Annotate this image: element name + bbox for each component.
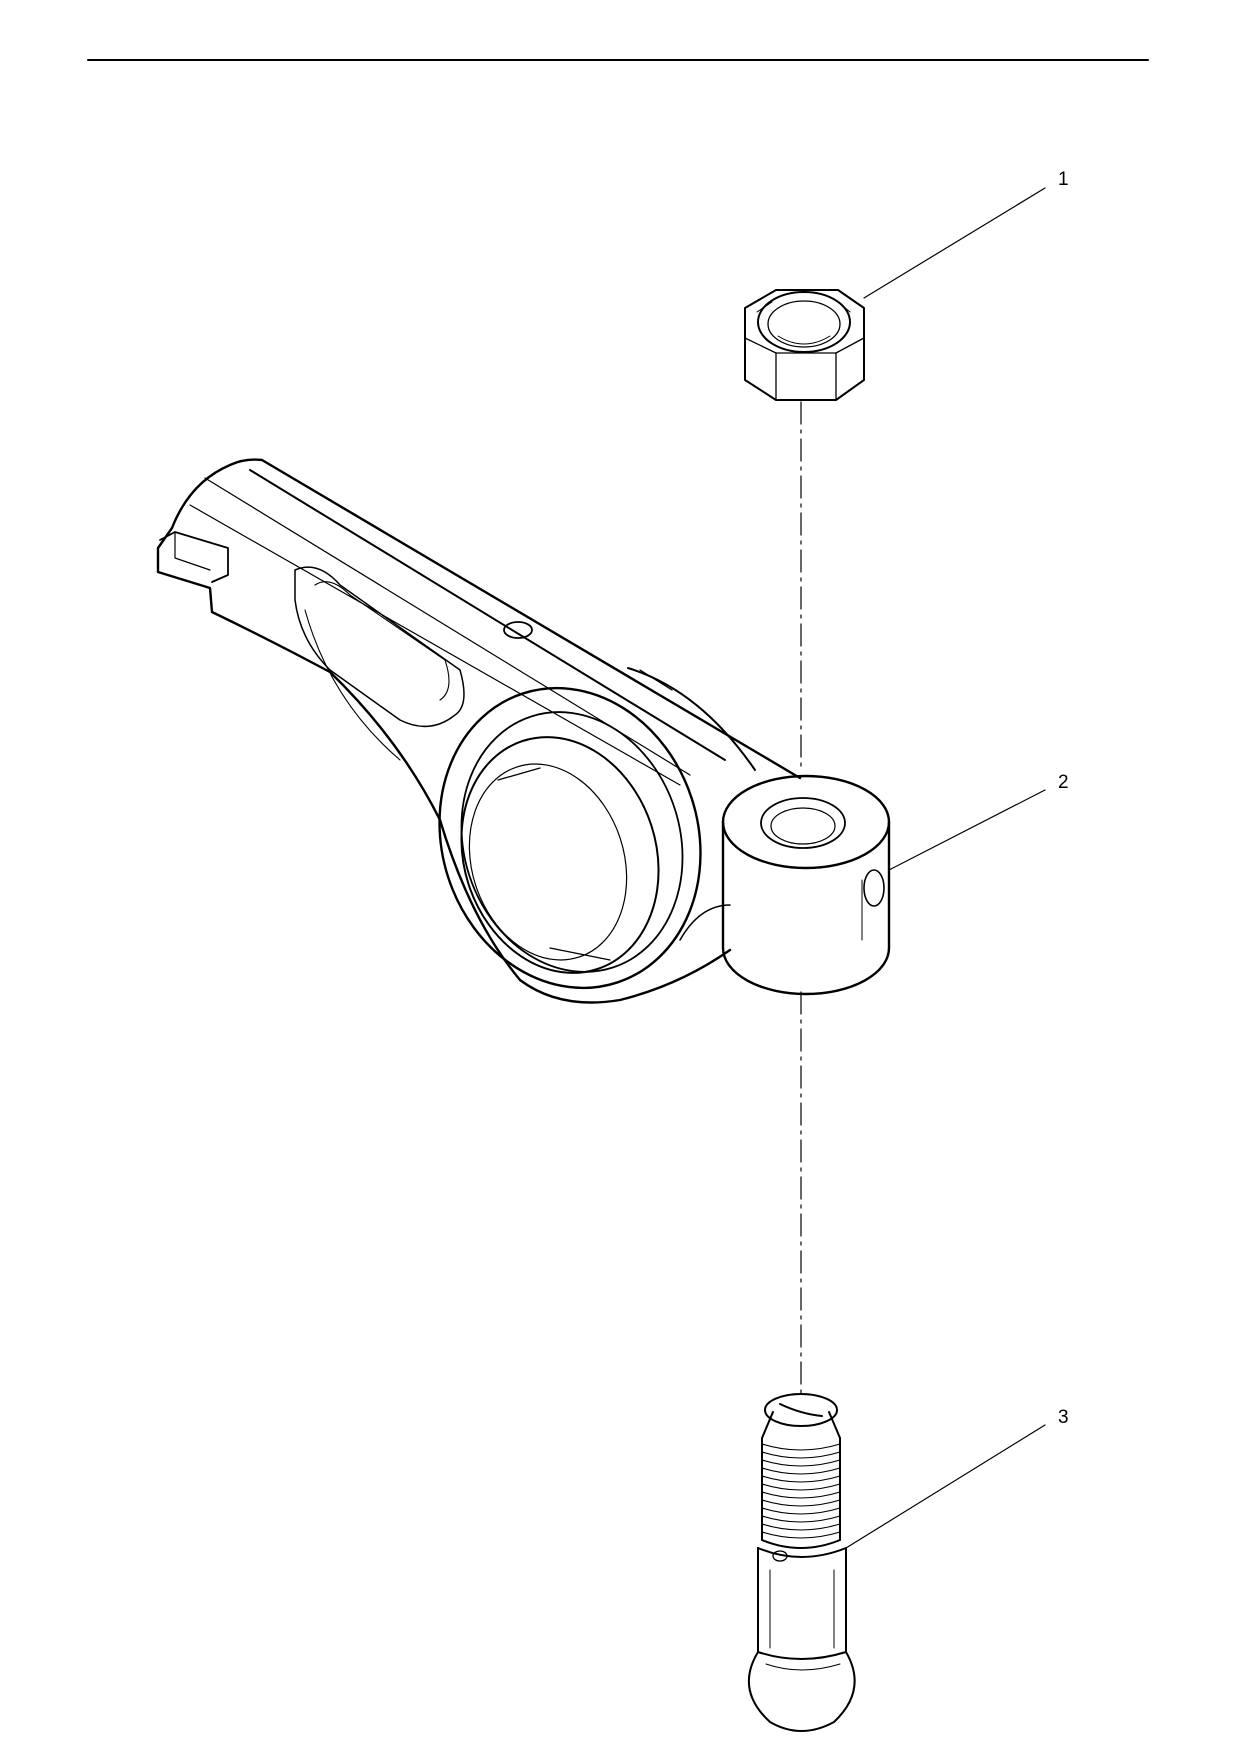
adjusting-screw-part bbox=[747, 1393, 856, 1732]
leader-line-3 bbox=[845, 1424, 1046, 1549]
leader-line-1 bbox=[863, 187, 1046, 299]
hex-nut-part bbox=[744, 289, 865, 401]
leader-lines bbox=[845, 187, 1046, 1549]
callout-number-3: 3 bbox=[1058, 1407, 1069, 1428]
callout-number-2: 2 bbox=[1058, 772, 1069, 793]
callout-number-1: 1 bbox=[1058, 169, 1069, 190]
rocker-arm-part bbox=[156, 458, 891, 1004]
leader-line-2 bbox=[888, 789, 1046, 871]
